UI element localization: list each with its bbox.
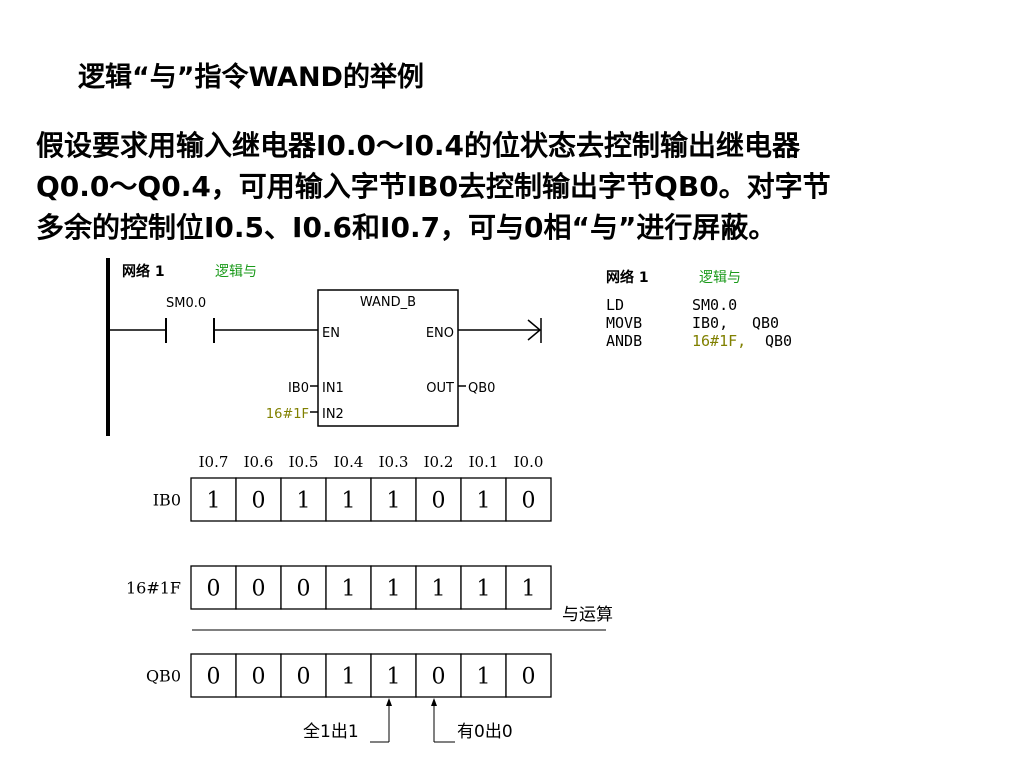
in2-label: IN2 xyxy=(322,407,344,422)
bit-cell xyxy=(460,565,507,610)
bit-row-label: 16#1F xyxy=(126,579,181,598)
description-paragraph: 假设要求用输入继电器I0.0～I0.4的位状态去控制输出继电器 Q0.0～Q0.… xyxy=(36,125,996,248)
contact-address: SM0.0 xyxy=(166,296,206,311)
bit-value: 0 xyxy=(432,489,446,514)
stl-line-1-arg1: SM0.0 xyxy=(692,296,737,314)
note-right: 有0出0 xyxy=(457,722,513,742)
bit-value: 0 xyxy=(252,489,266,514)
in1-operand: IB0 xyxy=(288,381,309,396)
bit-header: I0.1 xyxy=(469,453,499,471)
bit-header: I0.7 xyxy=(199,453,229,471)
bit-value: 0 xyxy=(207,577,221,602)
bit-cell xyxy=(415,565,462,610)
rung-end-arrow xyxy=(527,319,542,341)
bit-cell xyxy=(370,653,417,698)
bit-header: I0.4 xyxy=(334,453,364,471)
bit-cell xyxy=(460,653,507,698)
wand-block xyxy=(317,289,459,427)
stl-line-1-op: LD xyxy=(606,296,624,314)
bit-cell xyxy=(325,565,372,610)
bit-cell xyxy=(280,477,327,522)
paragraph-line-1: 假设要求用输入继电器I0.0～I0.4的位状态去控制输出继电器 xyxy=(36,129,801,162)
stl-line-3-op: ANDB xyxy=(606,332,642,350)
page-title: 逻辑“与”指令WAND的举例 xyxy=(78,62,424,93)
bit-cell xyxy=(505,565,552,610)
bit-header: I0.3 xyxy=(379,453,409,471)
bit-value: 0 xyxy=(297,665,311,690)
bit-value: 1 xyxy=(342,665,356,690)
bit-value: 1 xyxy=(387,665,401,690)
bit-value: 1 xyxy=(387,577,401,602)
result-annotations: 全1出1 有0出0 xyxy=(303,698,513,743)
bit-value: 0 xyxy=(522,489,536,514)
stl-line-2-arg2: QB0 xyxy=(752,314,779,332)
bit-value: 0 xyxy=(522,665,536,690)
note-left: 全1出1 xyxy=(303,722,359,742)
bit-value: 1 xyxy=(477,489,491,514)
bit-value: 1 xyxy=(477,577,491,602)
bit-value: 0 xyxy=(252,665,266,690)
bit-header: I0.2 xyxy=(424,453,454,471)
bit-header: I0.6 xyxy=(244,453,274,471)
out-label: OUT xyxy=(426,381,454,396)
stl-line-2-arg1: IB0, xyxy=(692,314,728,332)
bit-cell xyxy=(415,477,462,522)
bit-value: 1 xyxy=(342,489,356,514)
bit-value: 1 xyxy=(207,489,221,514)
bit-value: 1 xyxy=(387,489,401,514)
en-label: EN xyxy=(322,326,340,341)
block-name: WAND_B xyxy=(360,295,416,310)
stl-network-comment: 逻辑与 xyxy=(699,270,741,286)
in2-operand: 16#1F xyxy=(266,407,309,422)
power-rail xyxy=(106,258,110,436)
paragraph-line-3: 多余的控制位I0.5、I0.6和I0.7，可与0相“与”进行屏蔽。 xyxy=(36,211,777,244)
bit-value: 0 xyxy=(297,577,311,602)
stl-listing: 网络 1 逻辑与 LD SM0.0 MOVB IB0, QB0 ANDB 16#… xyxy=(606,269,792,350)
bit-value: 0 xyxy=(432,665,446,690)
stl-line-2-op: MOVB xyxy=(606,314,642,332)
bit-cell xyxy=(235,565,282,610)
stl-line-3-arg1: 16#1F, xyxy=(692,332,746,350)
ladder-network-label: 网络 1 xyxy=(122,263,165,280)
bit-value: 0 xyxy=(207,665,221,690)
bit-row-label: QB0 xyxy=(146,667,181,686)
bit-cell xyxy=(505,653,552,698)
note-right-arrowhead xyxy=(431,698,437,706)
in1-label: IN1 xyxy=(322,381,344,396)
bit-value: 0 xyxy=(252,577,266,602)
stl-network-label: 网络 1 xyxy=(606,269,649,286)
eno-label: ENO xyxy=(426,326,454,341)
bit-row-label: IB0 xyxy=(153,491,181,510)
bit-header: I0.5 xyxy=(289,453,319,471)
note-left-arrowhead xyxy=(386,698,392,706)
bit-cell xyxy=(190,477,237,522)
and-operation-label: 与运算 xyxy=(562,605,613,625)
bit-value: 1 xyxy=(477,665,491,690)
bit-cell xyxy=(370,565,417,610)
stl-line-3-arg2: QB0 xyxy=(765,332,792,350)
bit-cell xyxy=(325,653,372,698)
ladder-network-comment: 逻辑与 xyxy=(215,264,257,280)
bit-value: 1 xyxy=(342,577,356,602)
bit-value: 1 xyxy=(432,577,446,602)
bit-cell xyxy=(415,653,462,698)
bit-value: 1 xyxy=(522,577,536,602)
bit-cell xyxy=(235,653,282,698)
bit-cell xyxy=(325,477,372,522)
bit-cell xyxy=(235,477,282,522)
bit-value: 1 xyxy=(297,489,311,514)
bit-cell xyxy=(280,653,327,698)
paragraph-line-2: Q0.0～Q0.4，可用输入字节IB0去控制输出字节QB0。对字节 xyxy=(36,170,831,203)
ladder-diagram: 网络 1 逻辑与 SM0.0 WAND_B EN ENO IN1 IN2 OUT… xyxy=(106,258,542,436)
bit-cell xyxy=(505,477,552,522)
bit-header: I0.0 xyxy=(514,453,544,471)
out-operand: QB0 xyxy=(468,381,495,396)
bit-cell xyxy=(460,477,507,522)
